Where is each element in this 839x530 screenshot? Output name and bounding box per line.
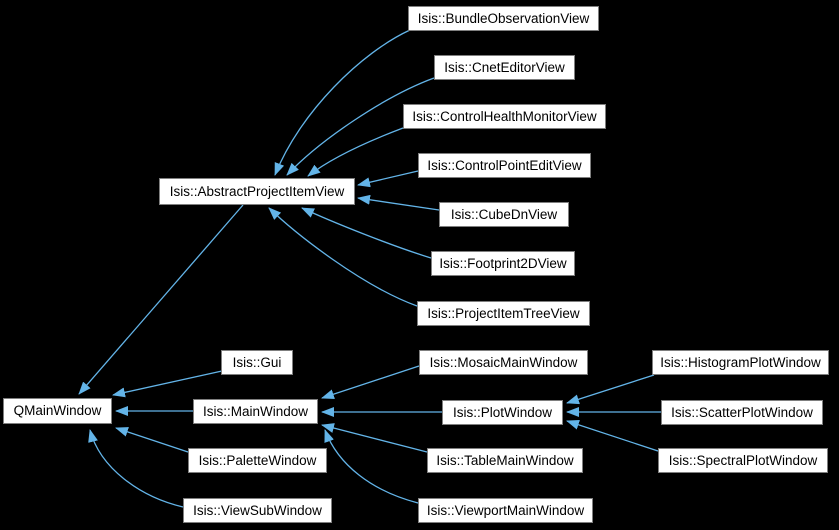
class-node-plotwindow[interactable]: Isis::PlotWindow bbox=[442, 400, 563, 425]
edge-viewsubwindow-to-qmainwindow bbox=[88, 429, 184, 508]
class-node-tablemainwindow[interactable]: Isis::TableMainWindow bbox=[427, 448, 583, 473]
edge-viewportmainwindow-to-mainwindow bbox=[324, 429, 419, 504]
class-node-qmainwindow[interactable]: QMainWindow bbox=[3, 398, 112, 424]
class-node-histogramplotwindow[interactable]: Isis::HistogramPlotWindow bbox=[652, 350, 829, 375]
edge-cneteditorview-to-abstractprojectitemview bbox=[286, 77, 435, 176]
class-node-bundleobservationview[interactable]: Isis::BundleObservationView bbox=[408, 6, 599, 31]
edge-gui-to-qmainwindow bbox=[112, 370, 223, 398]
class-node-scatterplotwindow[interactable]: Isis::ScatterPlotWindow bbox=[661, 400, 823, 425]
edge-controlhealthmonitorview-to-abstractprojectitemview bbox=[307, 127, 404, 177]
edge-palettewindow-to-qmainwindow bbox=[115, 427, 189, 453]
class-node-mosaicmainwindow[interactable]: Isis::MosaicMainWindow bbox=[419, 350, 588, 375]
edge-bundleobservationview-to-abstractprojectitemview bbox=[274, 29, 411, 176]
edge-histogramplotwindow-to-plotwindow bbox=[566, 374, 655, 405]
class-node-controlpointeditview[interactable]: Isis::ControlPointEditView bbox=[418, 153, 591, 178]
class-node-palettewindow[interactable]: Isis::PaletteWindow bbox=[188, 448, 327, 473]
edge-footprint2dview-to-abstractprojectitemview bbox=[301, 207, 432, 259]
edge-cubednview-to-abstractprojectitemview bbox=[357, 194, 440, 211]
class-node-cneteditorview[interactable]: Isis::CnetEditorView bbox=[434, 55, 575, 80]
class-node-cubednview[interactable]: Isis::CubeDnView bbox=[439, 202, 569, 227]
edge-controlpointeditview-to-abstractprojectitemview bbox=[357, 170, 419, 188]
class-node-mainwindow[interactable]: Isis::MainWindow bbox=[193, 399, 318, 424]
class-node-abstractprojectitemview[interactable]: Isis::AbstractProjectItemView bbox=[159, 178, 355, 205]
class-node-viewsubwindow[interactable]: Isis::ViewSubWindow bbox=[183, 498, 332, 523]
edge-abstractprojectitemview-to-qmainwindow bbox=[78, 204, 244, 395]
class-node-gui[interactable]: Isis::Gui bbox=[221, 350, 293, 375]
class-node-footprint2dview[interactable]: Isis::Footprint2DView bbox=[431, 251, 575, 276]
edge-tablemainwindow-to-mainwindow bbox=[321, 423, 428, 453]
class-node-controlhealthmonitorview[interactable]: Isis::ControlHealthMonitorView bbox=[403, 104, 606, 129]
class-node-spectralplotwindow[interactable]: Isis::SpectralPlotWindow bbox=[658, 448, 828, 473]
edge-spectralplotwindow-to-plotwindow bbox=[566, 420, 659, 452]
edge-mosaicmainwindow-to-mainwindow bbox=[321, 365, 420, 399]
edge-projectitemtreeview-to-abstractprojectitemview bbox=[268, 207, 418, 307]
class-node-projectitemtreeview[interactable]: Isis::ProjectItemTreeView bbox=[417, 301, 590, 326]
class-node-viewportmainwindow[interactable]: Isis::ViewportMainWindow bbox=[418, 498, 593, 523]
